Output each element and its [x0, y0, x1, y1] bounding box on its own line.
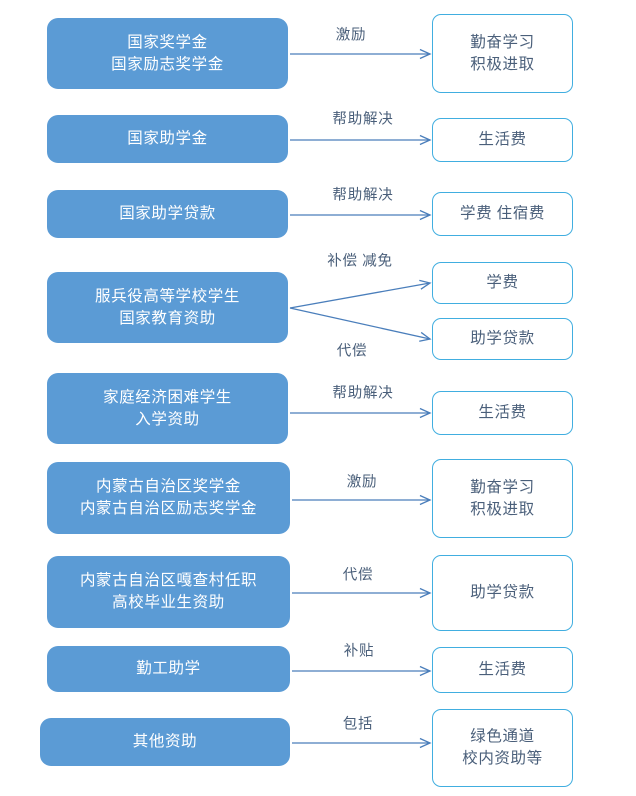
arrowhead-icon [419, 494, 432, 506]
arrowhead-icon [419, 331, 432, 342]
node-text-line: 国家助学贷款 [119, 205, 216, 222]
target-node-row-military-service: 学费 [432, 262, 573, 304]
node-text-line: 内蒙古自治区奖学金 [96, 478, 241, 495]
source-node-row-work-study: 勤工助学 [47, 646, 290, 692]
target-node-row-gacha-village: 助学贷款 [432, 555, 573, 631]
arrow [292, 665, 432, 677]
node-text-line: 高校毕业生资助 [112, 594, 225, 611]
node-text-line: 校内资助等 [462, 750, 543, 767]
arrow [292, 737, 432, 749]
node-text-line: 内蒙古自治区嘎查村任职 [79, 572, 258, 589]
edge-label-row-national-grant-0: 帮助解决 [332, 111, 394, 128]
source-node-row-student-loan: 国家助学贷款 [47, 190, 288, 238]
arrow [290, 134, 432, 146]
node-text-line: 服兵役高等学校学生 [95, 287, 240, 305]
edge-label-row-inner-mongolia-scholarship-0: 激励 [346, 474, 378, 491]
node-text-line: 内蒙古自治区励志奖学金 [79, 500, 258, 517]
edge-label-row-student-loan-0: 帮助解决 [332, 187, 394, 204]
arrow [292, 587, 432, 599]
target-node-row-national-grant: 生活费 [432, 118, 573, 162]
arrowhead-icon [419, 48, 432, 60]
arrow [289, 307, 432, 342]
edge-label-row-entrance-aid-0: 帮助解决 [332, 385, 394, 402]
node-text-line: 学费 [486, 274, 519, 291]
target-node-row-military-service-1: 助学贷款 [432, 318, 573, 360]
arrowhead-icon [419, 209, 432, 221]
node-text-line: 勤工助学 [136, 660, 201, 677]
arrow [289, 279, 432, 309]
node-text-line: 勤奋学习 [470, 33, 535, 51]
edge-label-row-military-service-0: 补偿 减免 [327, 253, 393, 270]
source-node-row-entrance-aid: 家庭经济困难学生入学资助 [47, 373, 288, 444]
node-text-line: 国家教育资助 [119, 309, 216, 327]
target-node-row-student-loan: 学费 住宿费 [432, 192, 573, 236]
node-text-line: 勤奋学习 [470, 478, 535, 496]
arrowhead-icon [419, 279, 432, 290]
source-node-row-military-service: 服兵役高等学校学生国家教育资助 [47, 272, 288, 343]
source-node-row-national-scholarship: 国家奖学金国家励志奖学金 [47, 18, 288, 89]
node-text-line: 学费 住宿费 [460, 205, 545, 222]
node-text-line: 生活费 [478, 131, 527, 148]
source-node-row-gacha-village: 内蒙古自治区嘎查村任职高校毕业生资助 [47, 556, 290, 628]
edge-label-row-national-scholarship-0: 激励 [335, 27, 367, 44]
node-text-line: 生活费 [478, 404, 527, 421]
node-text-line: 国家励志奖学金 [111, 55, 224, 73]
target-node-row-work-study: 生活费 [432, 647, 573, 693]
target-node-row-other-aid: 绿色通道校内资助等 [432, 709, 573, 787]
arrowhead-icon [419, 737, 432, 749]
source-node-row-national-grant: 国家助学金 [47, 115, 288, 163]
node-text-line: 国家助学金 [127, 130, 208, 147]
arrowhead-icon [419, 407, 432, 419]
node-text-line: 家庭经济困难学生 [103, 388, 232, 406]
edge-label-row-gacha-village-0: 代偿 [342, 567, 374, 584]
edge-label-row-military-service-1: 代偿 [336, 343, 368, 360]
node-text-line: 绿色通道 [470, 728, 535, 745]
arrowhead-icon [419, 134, 432, 146]
arrowhead-icon [419, 587, 432, 599]
node-text-line: 生活费 [478, 661, 527, 678]
edge-label-row-other-aid-0: 包括 [342, 716, 374, 733]
target-node-row-entrance-aid: 生活费 [432, 391, 573, 435]
arrow [290, 48, 432, 60]
edge-label-row-work-study-0: 补贴 [343, 643, 375, 660]
source-node-row-other-aid: 其他资助 [40, 718, 290, 766]
node-text-line: 其他资助 [132, 733, 198, 750]
arrow [292, 494, 432, 506]
node-text-line: 积极进取 [470, 55, 535, 73]
arrow [290, 407, 432, 419]
target-node-row-national-scholarship: 勤奋学习积极进取 [432, 14, 573, 93]
target-node-row-inner-mongolia-scholarship: 勤奋学习积极进取 [432, 459, 573, 538]
source-node-row-inner-mongolia-scholarship: 内蒙古自治区奖学金内蒙古自治区励志奖学金 [47, 462, 290, 534]
arrowhead-icon [419, 665, 432, 677]
node-text-line: 积极进取 [470, 500, 535, 518]
node-text-line: 国家奖学金 [127, 33, 208, 51]
arrow [290, 209, 432, 221]
node-text-line: 助学贷款 [470, 330, 535, 347]
node-text-line: 助学贷款 [470, 584, 535, 601]
node-text-line: 入学资助 [135, 410, 200, 428]
